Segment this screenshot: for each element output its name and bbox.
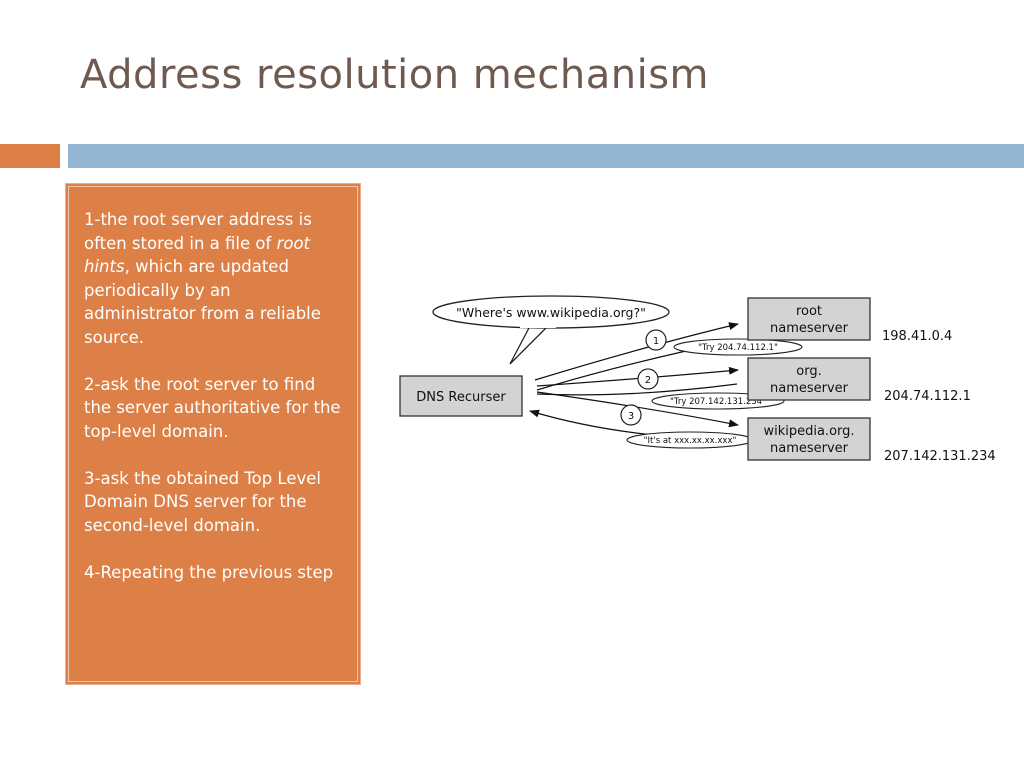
step-markers: 1 2 3: [620, 329, 667, 426]
panel-border: [68, 186, 358, 682]
org-label-1: org.: [796, 364, 821, 379]
arrow-query-wiki: [536, 391, 739, 428]
steps-text: 1-the root server address is often store…: [84, 208, 346, 608]
wiki-ip: 207.142.131.234: [884, 449, 996, 464]
reply-3: "It's at xxx.xx.xx.xxx": [626, 431, 754, 449]
org-ip: 204.74.112.1: [884, 389, 971, 404]
dns-recurser-label: DNS Recurser: [416, 390, 506, 405]
root-label-1: root: [796, 304, 822, 319]
reply-3-text: "It's at xxx.xx.xx.xxx": [644, 436, 737, 446]
root-label-2: nameserver: [770, 321, 849, 336]
reply-1: "Try 204.74.112.1": [673, 338, 803, 356]
step-3-number: 3: [628, 411, 634, 422]
root-ip: 198.41.0.4: [882, 329, 952, 344]
step-marker-1: 1: [645, 329, 667, 351]
org-nameserver-box: org. nameserver: [747, 357, 871, 401]
accent-bar: [0, 144, 60, 168]
step-1: 1-the root server address is often store…: [84, 208, 346, 349]
step-2-number: 2: [645, 375, 651, 386]
header-bar: [68, 144, 1024, 168]
step-1-number: 1: [653, 336, 659, 347]
question-text: "Where's www.wikipedia.org?": [456, 305, 646, 320]
step-3: 3-ask the obtained Top Level Domain DNS …: [84, 468, 321, 535]
org-label-2: nameserver: [770, 381, 849, 396]
arrow-query-root: [534, 322, 739, 381]
step-1-text-end: , which are updated periodically by an a…: [84, 257, 321, 347]
bubble-tail: [509, 323, 552, 365]
steps-panel: [66, 184, 360, 684]
dns-recurser-box: DNS Recurser: [399, 375, 523, 417]
step-marker-2: 2: [637, 368, 659, 390]
step-2: 2-ask the root server to find the server…: [84, 374, 341, 441]
step-marker-3: 3: [620, 404, 642, 426]
slide-title: Address resolution mechanism: [80, 52, 709, 98]
reply-2-text: "Try 207.142.131.234": [670, 397, 766, 407]
bubble-join: [520, 320, 556, 328]
wikipedia-nameserver-box: wikipedia.org. nameserver: [747, 417, 871, 461]
step-4: 4-Repeating the previous step: [84, 562, 334, 582]
step-1-text: 1-the root server address is often store…: [84, 210, 312, 253]
step-1-emphasis: root hints: [84, 233, 311, 277]
question-bubble: "Where's www.wikipedia.org?": [432, 295, 670, 365]
reply-1-text: "Try 204.74.112.1": [698, 343, 778, 353]
wiki-label-2: nameserver: [770, 441, 849, 456]
wiki-label-1: wikipedia.org.: [763, 424, 854, 439]
reply-bubbles: "Try 204.74.112.1" "Try 207.142.131.234"…: [626, 338, 803, 449]
root-nameserver-box: root nameserver: [747, 297, 871, 341]
